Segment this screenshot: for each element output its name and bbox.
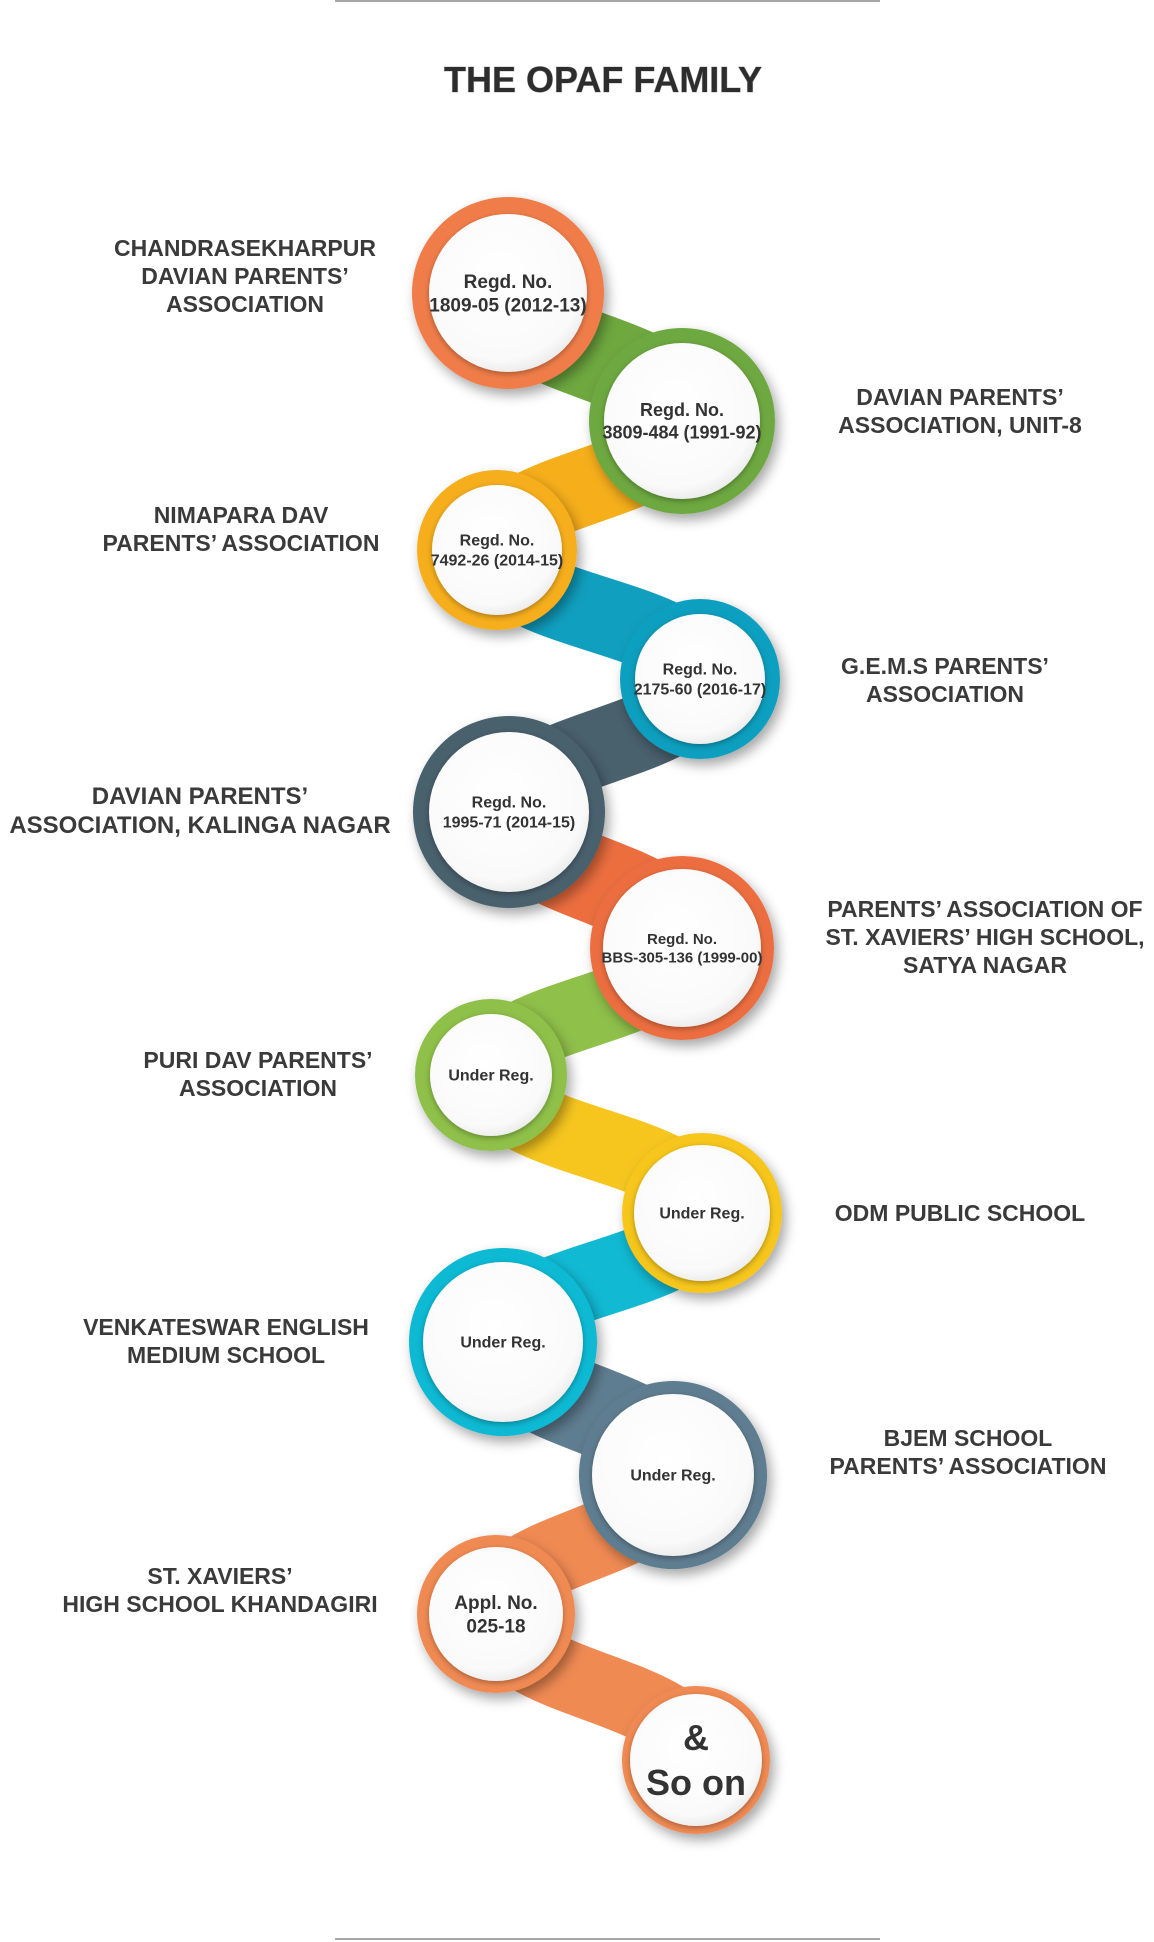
node-10-inner-text: Under Reg. — [630, 1468, 715, 1485]
node-2-label: DAVIAN PARENTS’ — [856, 384, 1063, 410]
node-inner-circle-7 — [430, 1014, 552, 1136]
node-2-inner-text: Regd. No. — [640, 400, 724, 420]
node-7-label: ASSOCIATION — [179, 1075, 337, 1101]
node-11-label: HIGH SCHOOL KHANDAGIRI — [62, 1591, 377, 1617]
node-6-inner-text: BBS-305-136 (1999-00) — [602, 950, 763, 967]
node-4-inner-text: 2175-60 (2016-17) — [634, 682, 767, 699]
node-inner-circle-1 — [429, 214, 587, 372]
node-12-inner-text: So on — [646, 1762, 746, 1803]
node-2-label: ASSOCIATION, UNIT-8 — [838, 412, 1082, 438]
node-inner-circle-4 — [635, 614, 765, 744]
node-inner-circle-8 — [634, 1145, 770, 1281]
node-9-label: MEDIUM SCHOOL — [127, 1342, 325, 1368]
node-1-label: ASSOCIATION — [166, 291, 324, 317]
node-7-inner-text: Under Reg. — [448, 1068, 533, 1085]
node-6-label: SATYA NAGAR — [903, 952, 1067, 978]
node-4-inner-text: Regd. No. — [663, 662, 738, 679]
node-5-label: ASSOCIATION, KALINGA NAGAR — [9, 812, 390, 839]
node-11-label: ST. XAVIERS’ — [147, 1563, 292, 1589]
node-5-inner-text: Regd. No. — [472, 795, 547, 812]
node-5-inner-text: 1995-71 (2014-15) — [443, 815, 576, 832]
node-inner-circle-9 — [423, 1262, 583, 1422]
node-11-inner-text: Appl. No. — [454, 1593, 537, 1614]
node-3-inner-text: 7492-26 (2014-15) — [431, 553, 564, 570]
node-inner-circle-2 — [604, 343, 760, 499]
node-1-label: DAVIAN PARENTS’ — [141, 263, 348, 289]
node-inner-circle-12 — [630, 1694, 762, 1826]
node-8-label: ODM PUBLIC SCHOOL — [835, 1200, 1085, 1226]
node-inner-circle-5 — [429, 732, 589, 892]
node-10-label: PARENTS’ ASSOCIATION — [830, 1453, 1107, 1479]
page-title: THE OPAF FAMILY — [444, 59, 762, 100]
node-6-inner-text: Regd. No. — [647, 931, 717, 948]
node-8-inner-text: Under Reg. — [659, 1206, 744, 1223]
node-3-label: PARENTS’ ASSOCIATION — [103, 530, 380, 556]
node-4-label: ASSOCIATION — [866, 681, 1024, 707]
node-5-label: DAVIAN PARENTS’ — [92, 783, 308, 810]
node-10-label: BJEM SCHOOL — [884, 1425, 1053, 1451]
node-6-label: ST. XAVIERS’ HIGH SCHOOL, — [825, 924, 1144, 950]
node-1-inner-text: 1809-05 (2012-13) — [429, 296, 586, 317]
node-9-label: VENKATESWAR ENGLISH — [83, 1314, 369, 1340]
node-inner-circle-11 — [429, 1547, 563, 1681]
node-9-inner-text: Under Reg. — [460, 1335, 545, 1352]
node-3-inner-text: Regd. No. — [460, 533, 535, 550]
node-12-inner-text: & — [683, 1717, 709, 1758]
node-11-inner-text: 025-18 — [466, 1617, 525, 1638]
node-inner-circle-3 — [432, 485, 562, 615]
inner-circles: Regd. No. 1809-05 (2012-13) Regd. No. 3809-… — [423, 214, 770, 1826]
node-1-inner-text: Regd. No. — [464, 272, 553, 293]
node-1-label: CHANDRASEKHARPUR — [114, 235, 376, 261]
node-inner-circle-10 — [592, 1394, 754, 1556]
node-3-label: NIMAPARA DAV — [154, 502, 329, 528]
node-2-inner-text: 3809-484 (1991-92) — [602, 423, 761, 443]
node-inner-circle-6 — [603, 869, 761, 1027]
node-4-label: G.E.M.S PARENTS’ — [841, 653, 1049, 679]
node-6-label: PARENTS’ ASSOCIATION OF — [827, 896, 1142, 922]
node-7-label: PURI DAV PARENTS’ — [143, 1047, 372, 1073]
